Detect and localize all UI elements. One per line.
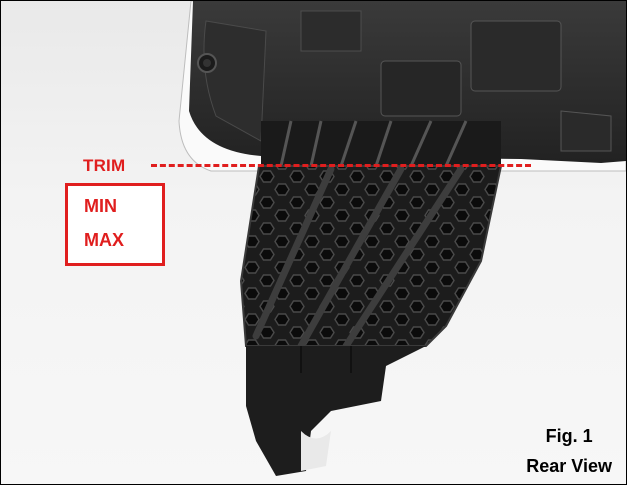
trim-label: TRIM xyxy=(83,156,126,175)
figure-caption: Fig. 1 Rear View xyxy=(526,421,612,481)
view-label: Rear View xyxy=(526,456,612,476)
trim-dashed-line xyxy=(151,164,531,167)
min-label: MIN xyxy=(84,196,117,216)
max-label: MAX xyxy=(84,230,124,250)
min-max-box: MIN MAX xyxy=(65,183,165,266)
figure-number: Fig. 1 xyxy=(545,426,593,446)
